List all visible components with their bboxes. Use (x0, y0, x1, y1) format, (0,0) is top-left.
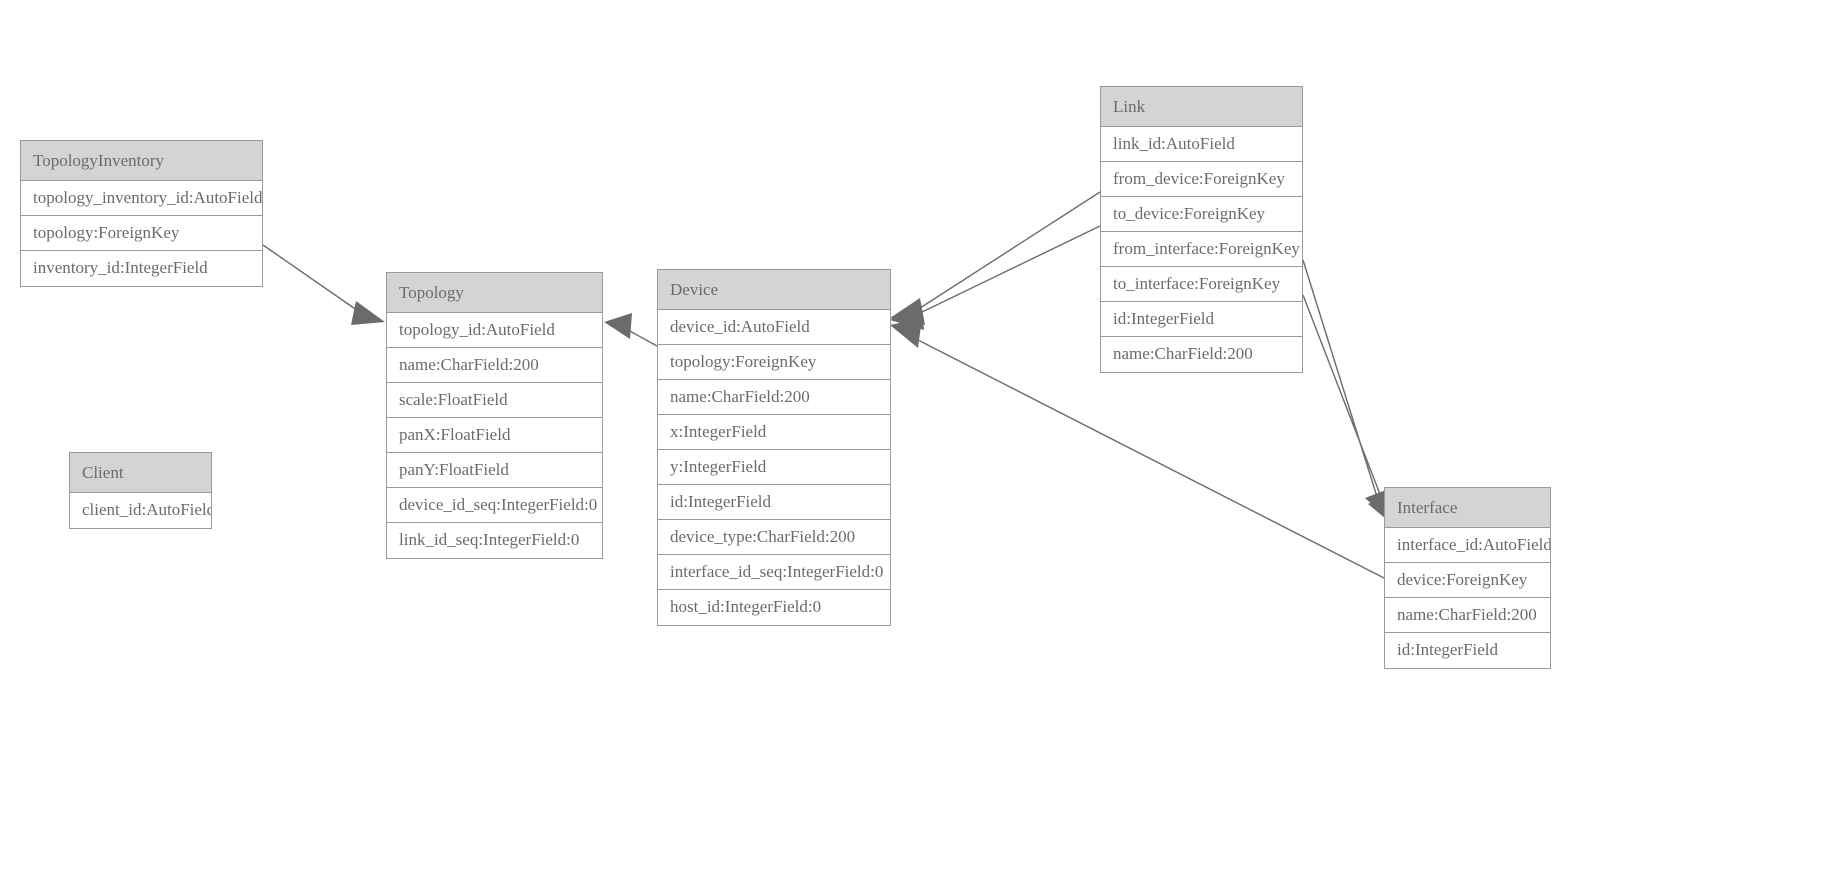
entity-device[interactable]: Device device_id:AutoField topology:Fore… (657, 269, 891, 626)
entity-field: host_id:IntegerField:0 (670, 597, 822, 616)
entity-topology-inventory[interactable]: TopologyInventory topology_inventory_id:… (20, 140, 263, 287)
entity-field: panX:FloatField (387, 418, 602, 453)
entity-field: topology_id:AutoField (387, 313, 602, 348)
entity-field: from_device:ForeignKey (1101, 162, 1302, 197)
edge-link-fromdevice-to-device (890, 191, 1101, 325)
entity-title: Link (1101, 87, 1302, 127)
entity-title: Topology (387, 273, 602, 313)
entity-field: name:CharField:200 (387, 348, 602, 383)
entity-field: device_id:AutoField (658, 310, 890, 345)
entity-field: client_id:AutoField (82, 500, 211, 519)
entity-title: Client (70, 453, 211, 493)
entity-title: Interface (1385, 488, 1550, 528)
entity-field: device_id_seq:IntegerField:0 (387, 488, 602, 523)
edge-device-to-topology (604, 313, 658, 347)
entity-field: interface_id_seq:IntegerField:0 (658, 555, 890, 590)
edge-topologyinventory-to-topology (262, 244, 385, 325)
entity-field: panY:FloatField (387, 453, 602, 488)
entity-interface[interactable]: Interface interface_id:AutoField device:… (1384, 487, 1551, 669)
entity-field: from_interface:ForeignKey (1101, 232, 1302, 267)
entity-field: name:CharField:200 (1113, 344, 1253, 363)
entity-field: name:CharField:200 (1385, 598, 1550, 633)
entity-field: id:IntegerField (658, 485, 890, 520)
entity-field: scale:FloatField (387, 383, 602, 418)
entity-field: name:CharField:200 (658, 380, 890, 415)
entity-title: Device (658, 270, 890, 310)
entity-field: device:ForeignKey (1385, 563, 1550, 598)
edge-link-todevice-to-device (890, 225, 1101, 330)
entity-field: id:IntegerField (1101, 302, 1302, 337)
entity-field: y:IntegerField (658, 450, 890, 485)
entity-field: device_type:CharField:200 (658, 520, 890, 555)
entity-field: topology_inventory_id:AutoField (21, 181, 262, 216)
edge-link-tointerface-to-interface (1302, 294, 1392, 524)
entity-field: topology:ForeignKey (21, 216, 262, 251)
entity-title: TopologyInventory (21, 141, 262, 181)
entity-field: link_id:AutoField (1101, 127, 1302, 162)
entity-field: link_id_seq:IntegerField:0 (399, 530, 580, 549)
entity-field: topology:ForeignKey (658, 345, 890, 380)
entity-field: inventory_id:IntegerField (33, 258, 208, 277)
entity-field: x:IntegerField (658, 415, 890, 450)
entity-field: to_interface:ForeignKey (1101, 267, 1302, 302)
entity-topology[interactable]: Topology topology_id:AutoField name:Char… (386, 272, 603, 559)
edge-link-frominterface-to-interface (1302, 259, 1390, 521)
entity-client[interactable]: Client client_id:AutoField (69, 452, 212, 529)
entity-link[interactable]: Link link_id:AutoField from_device:Forei… (1100, 86, 1303, 373)
entity-field: interface_id:AutoField (1385, 528, 1550, 563)
entity-field: id:IntegerField (1397, 640, 1499, 659)
entity-field: to_device:ForeignKey (1101, 197, 1302, 232)
